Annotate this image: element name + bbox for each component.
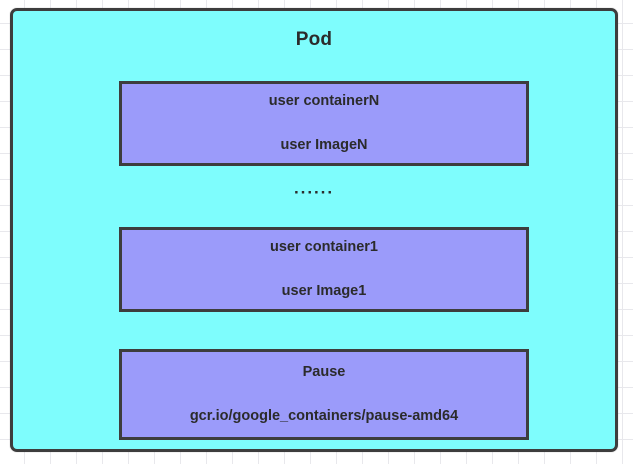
container-image-label: gcr.io/google_containers/pause-amd64	[189, 407, 459, 424]
container-image-label: user Image1	[281, 282, 367, 299]
pod-container-box[interactable]: Pod user containerN user ImageN ······ u…	[10, 8, 618, 452]
container-name-label: user containerN	[268, 93, 380, 110]
container-box-user-containerN[interactable]: user containerN user ImageN	[119, 81, 529, 166]
container-name-label: user container1	[270, 239, 378, 256]
ellipsis-indicator: ······	[294, 183, 334, 202]
pod-title: Pod	[295, 29, 333, 50]
container-box-user-container1[interactable]: user container1 user Image1	[119, 227, 529, 312]
container-name-label: Pause	[302, 364, 346, 381]
container-image-label: user ImageN	[280, 136, 368, 153]
container-box-pause[interactable]: Pause gcr.io/google_containers/pause-amd…	[119, 349, 529, 440]
